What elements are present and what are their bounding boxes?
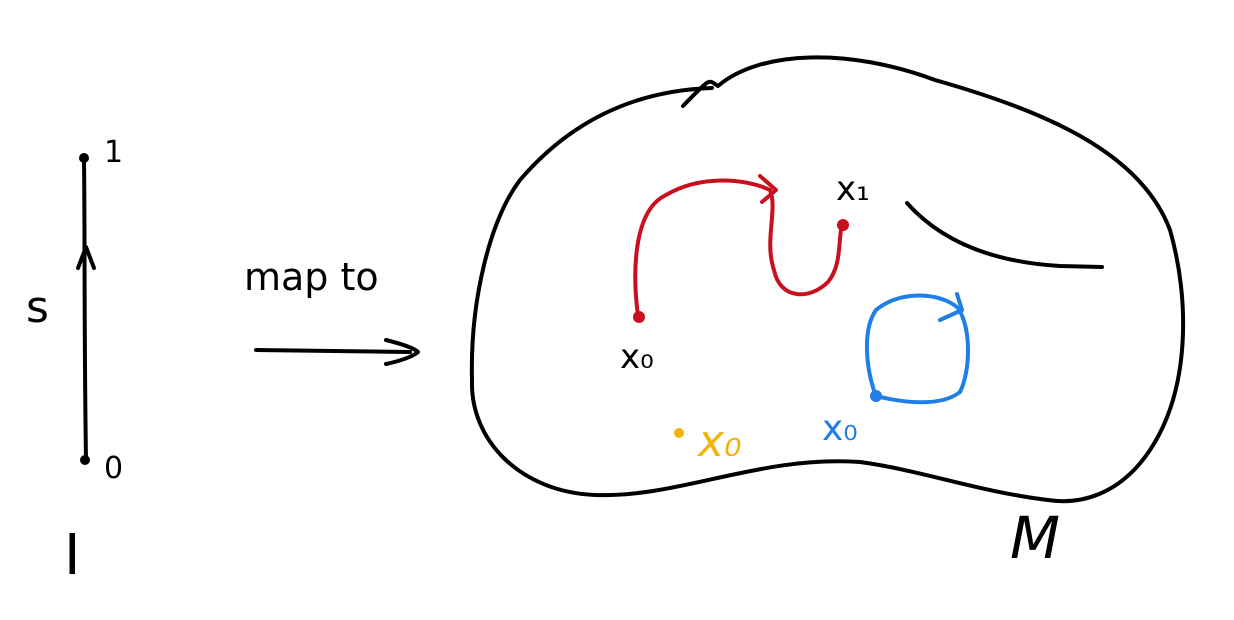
manifold-outline: [469, 55, 1186, 504]
interval-segment: [76, 153, 96, 465]
red-path-arrowhead: [758, 174, 778, 204]
interval-direction-arrow: [76, 245, 96, 270]
manifold-name-label: M: [1010, 504, 1060, 572]
red-path-end-label: x₁: [836, 169, 870, 209]
map-arrow-label: map to: [244, 255, 379, 299]
red-path-start-point: [633, 311, 645, 323]
red-path-start-label: x₀: [620, 337, 654, 377]
blue-loop-label: x₀: [822, 408, 858, 449]
interval-bottom-label: 0: [104, 451, 123, 486]
blue-loop-arrowhead: [938, 292, 964, 322]
red-path: [633, 174, 849, 323]
yellow-point-label: x₀: [696, 416, 742, 467]
map-arrow-shaft: [254, 348, 412, 354]
interval-top-label: 1: [104, 135, 123, 170]
map-arrow: [254, 338, 420, 366]
blue-loop: [865, 292, 970, 405]
interval-top-endpoint: [79, 153, 89, 163]
interval-name-label: I: [64, 523, 81, 588]
map-arrow-head: [384, 338, 420, 366]
interval-line: [82, 158, 88, 462]
blue-loop-curve: [865, 293, 970, 405]
blue-loop-base-point: [870, 390, 882, 402]
yellow-point: [674, 428, 684, 438]
red-path-curve: [633, 178, 844, 318]
red-path-end-point: [837, 219, 849, 231]
interval-bottom-endpoint: [80, 455, 90, 465]
interval-param-label: s: [26, 282, 49, 333]
manifold-crease: [905, 201, 1104, 269]
